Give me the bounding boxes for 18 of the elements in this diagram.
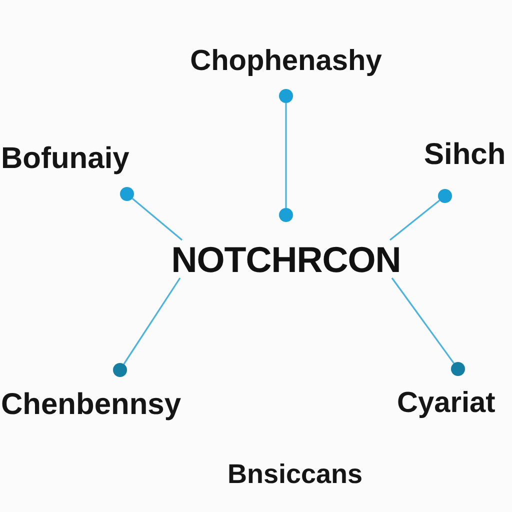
dot (120, 187, 134, 201)
connector-line (132, 198, 183, 241)
center-label: NOTCHRCON (166, 240, 406, 280)
node-label: Chophenashy (190, 46, 382, 78)
dot (438, 189, 452, 203)
dot (279, 208, 293, 222)
dot (113, 363, 127, 377)
dot (451, 362, 465, 376)
node-label: Cyariat (397, 388, 496, 420)
connector-line (391, 278, 455, 364)
caption-text: Bnsiccans (227, 460, 363, 490)
connector-line (285, 103, 287, 208)
connector-line (123, 278, 181, 365)
node-label: Sihch (424, 138, 506, 171)
node-label: Bofunaiy (1, 142, 130, 175)
connector-line (390, 200, 440, 241)
dot (279, 89, 293, 103)
node-label: Chenbennsy (1, 388, 182, 421)
